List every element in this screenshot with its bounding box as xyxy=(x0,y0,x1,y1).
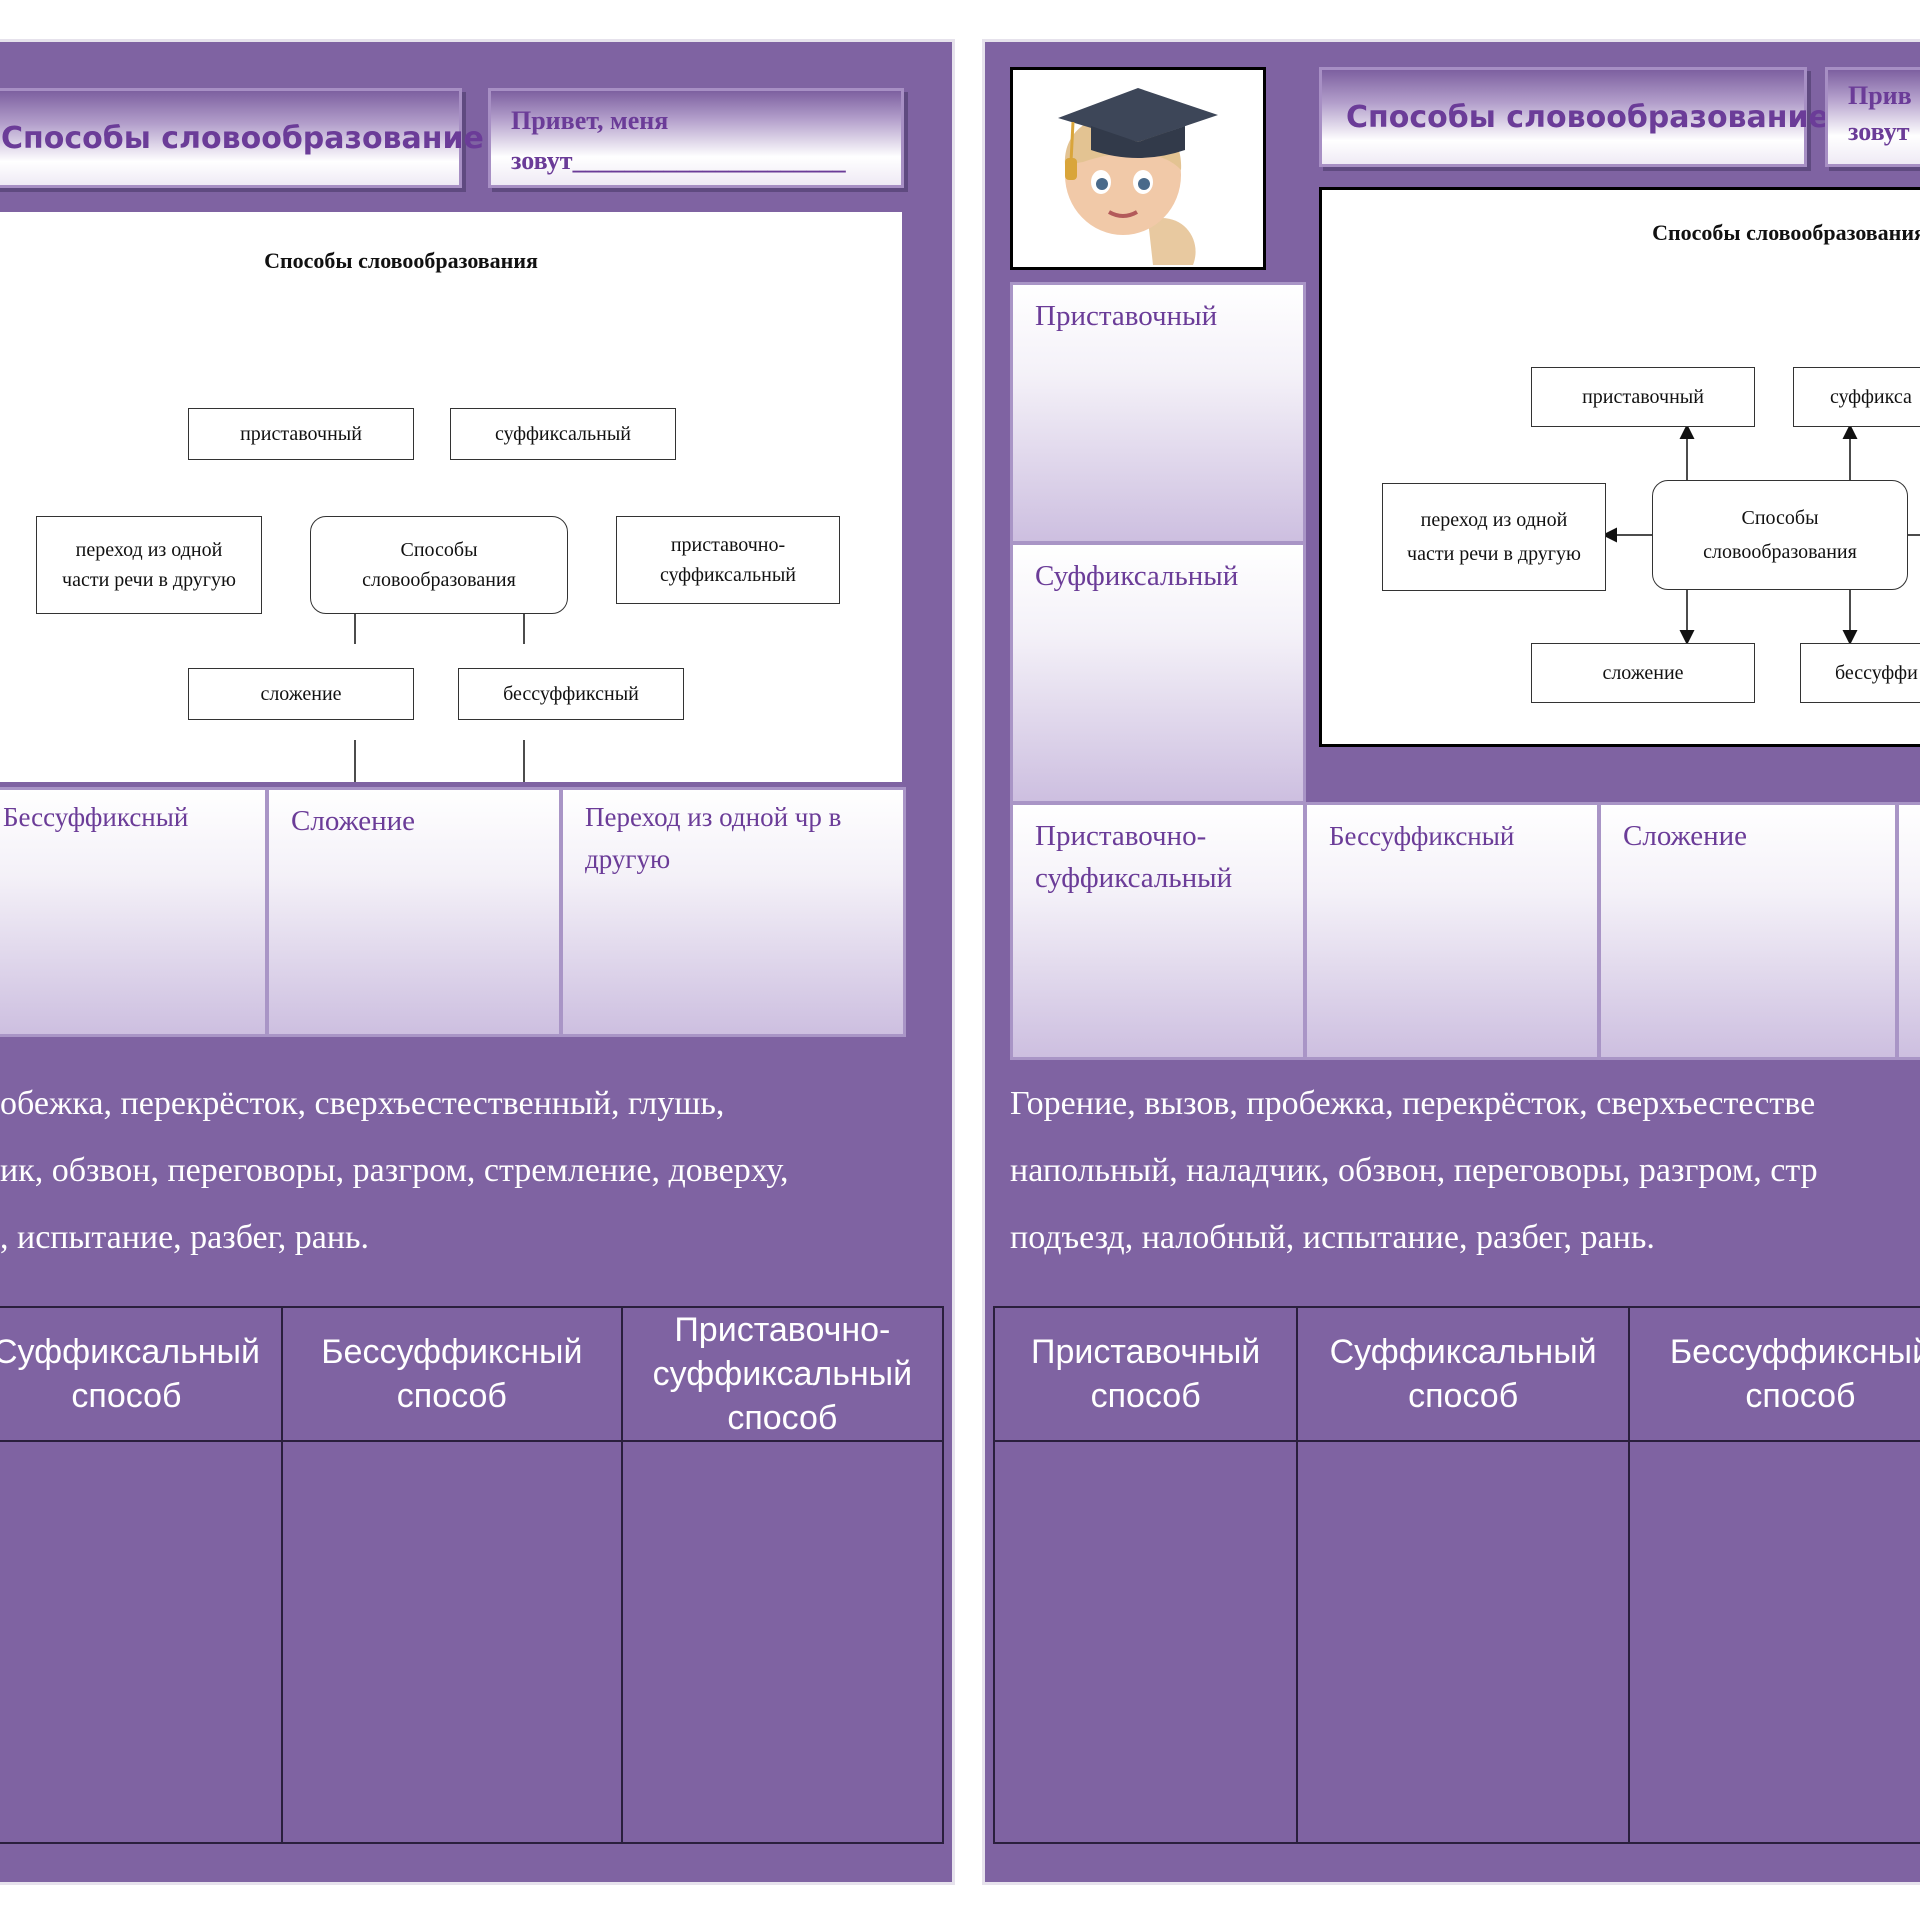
worksheet-title-text: Способы словообразование xyxy=(1346,99,1829,135)
answer-table-header: Бессуффиксный способ xyxy=(280,1306,623,1442)
answer-cell[interactable] xyxy=(620,1440,945,1844)
avatar xyxy=(1010,67,1266,270)
answer-cell[interactable] xyxy=(280,1440,623,1844)
words-line-3: , испытание, разбег, рань. xyxy=(0,1219,370,1256)
scheme-arrows xyxy=(1602,424,1920,645)
scheme-diagram: Способы словообразования приставочный су… xyxy=(1319,187,1920,747)
words-line-3: подъезд, налобный, испытание, разбег, ра… xyxy=(1010,1219,1655,1256)
scheme-node-zero-suffix: бессуффиксный xyxy=(458,668,684,720)
scheme-node-prefix-suffix: приставочно-суффиксальный xyxy=(616,516,840,604)
scheme-node-center: Способы словообразования xyxy=(310,516,568,614)
words-line-2: напольный, наладчик, обзвон, переговоры,… xyxy=(1010,1152,1818,1189)
name-field[interactable]: Прив зовут xyxy=(1825,67,1920,167)
scheme-diagram: Способы словообразования приставочный су… xyxy=(0,212,902,782)
method-cell-prefix-suffix: Приставочно-суффиксальный xyxy=(1010,802,1306,1060)
scheme-node-compound: сложение xyxy=(1531,643,1755,703)
method-cell-zero-suffix: Бессуффиксный xyxy=(0,787,268,1037)
scheme-arrows xyxy=(263,587,617,782)
words-line-1: обежка, перекрёсток, сверхъестественный,… xyxy=(0,1085,725,1122)
answer-table: Приставочный способ Суффиксальный способ… xyxy=(992,1306,1920,1844)
answer-table-header: Суффиксальный способ xyxy=(1296,1306,1630,1442)
method-cell-conversion: Переход из одной чр в другую xyxy=(560,787,906,1037)
answer-cell[interactable] xyxy=(1296,1440,1630,1844)
answer-table-header: Бессуффиксный способ xyxy=(1627,1306,1920,1442)
worksheet-left: Способы словообразование Привет, меня зо… xyxy=(0,42,952,1882)
scheme-title: Способы словообразования xyxy=(1652,220,1920,245)
worksheet-right: Способы словообразование Прив зовут Спос… xyxy=(985,42,1920,1882)
answer-table-header: Приставочно-суффиксальный способ xyxy=(620,1306,945,1442)
method-cell-suffix: Суффиксальный xyxy=(1010,542,1306,804)
scheme-node-conversion: переход из одной части речи в другую xyxy=(1382,483,1606,591)
scheme-node-compound: сложение xyxy=(188,668,414,720)
words-line-1: Горение, вызов, пробежка, перекрёсток, с… xyxy=(1010,1085,1816,1122)
answer-table-header: Суффиксальный способ xyxy=(0,1306,283,1442)
scheme-node-suffix: суффикса xyxy=(1793,367,1920,427)
answer-cell[interactable] xyxy=(0,1440,283,1844)
worksheet-title: Способы словообразование xyxy=(1319,67,1829,167)
worksheet-title-text: Способы словообразование xyxy=(1,120,484,156)
name-field[interactable]: Привет, меня зовут_____________________ xyxy=(488,88,904,188)
answer-cell[interactable] xyxy=(992,1440,1299,1844)
scheme-node-conversion: переход из одной части речи в другую xyxy=(36,516,262,614)
scheme-node-prefix: приставочный xyxy=(1531,367,1755,427)
scheme-node-prefix: приставочный xyxy=(188,408,414,460)
words-line-2: ик, обзвон, переговоры, разгром, стремле… xyxy=(0,1152,789,1189)
scheme-title: Способы словообразования xyxy=(264,248,538,273)
scheme-node-center: Способы словообразования xyxy=(1652,480,1908,590)
worksheet-title: Способы словообразование xyxy=(0,88,484,188)
answer-cell[interactable] xyxy=(1627,1440,1920,1844)
method-cell-zero-suffix: Бессуффиксный xyxy=(1304,802,1600,1060)
answer-table-header: Приставочный способ xyxy=(992,1306,1299,1442)
method-cell-prefix: Приставочный xyxy=(1010,282,1306,544)
method-cell-compound: Сложение xyxy=(266,787,562,1037)
scheme-node-suffix: суффиксальный xyxy=(450,408,676,460)
graduate-avatar-icon xyxy=(1058,88,1218,265)
method-cell-compound: Сложение xyxy=(1598,802,1898,1060)
answer-table: Суффиксальный способ Бессуффиксный спосо… xyxy=(0,1306,945,1844)
method-cell-extra xyxy=(1896,802,1920,1060)
scheme-node-zero-suffix: бессуффи xyxy=(1800,643,1920,703)
